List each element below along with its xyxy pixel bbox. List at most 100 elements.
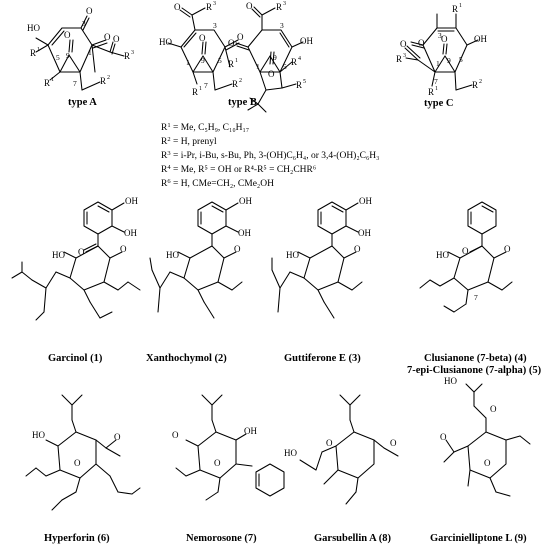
type-b2-o-label-2: O — [228, 38, 235, 48]
guttiferone-e-oh-1: OH — [359, 196, 372, 206]
svg-text:R: R — [206, 2, 212, 12]
type-b2-pos-3: 3 — [280, 21, 284, 30]
guttiferone-e-structure — [271, 201, 363, 319]
type-c-o-bridge-label: O — [441, 34, 448, 44]
nemorosone-structure — [175, 394, 285, 501]
garcinielliptone-l-o-2: O — [440, 432, 447, 442]
svg-text:3: 3 — [213, 1, 216, 7]
type-b-label: type B — [228, 97, 257, 108]
type-b2-pos-5: 5 — [283, 62, 287, 71]
nemorosone-o-1: O — [172, 430, 179, 440]
type-a-pos-5: 5 — [56, 53, 60, 62]
garcinol-ho: HO — [52, 250, 65, 260]
type-b2-r4-label: R 4 — [291, 56, 301, 67]
substituent-r3: R3 = i-Pr, i-Bu, s-Bu, Ph, 3-(OH)C₆H₄, o… — [161, 150, 379, 162]
xanthochymol-structure — [149, 201, 243, 319]
svg-text:1: 1 — [459, 3, 462, 9]
substituent-r6: R6 = H, CMe=CH₂, CMe₂OH — [161, 178, 274, 190]
type-c-pos-7: 7 — [434, 77, 438, 86]
type-b2-pos-1: 1 — [256, 62, 260, 71]
svg-text:3: 3 — [131, 50, 134, 56]
garcinielliptone-l-ho: HO — [444, 376, 457, 386]
guttiferone-e-label: Guttiferone E (3) — [284, 353, 361, 364]
xanthochymol-o: O — [234, 244, 241, 254]
type-a-r1-label: R 1 — [30, 47, 40, 58]
type-a-pos-1: 1 — [88, 48, 92, 57]
type-b1-pos-1: 1 — [186, 58, 190, 67]
garcinol-label: Garcinol (1) — [48, 353, 103, 364]
type-b-structure-1 — [167, 7, 240, 91]
type-b2-o-bridge-label: O — [268, 69, 275, 79]
epi-clusianone-label: 7-epi-Clusianone (7-alpha) (5) — [407, 365, 542, 376]
type-a-r1b-label: R 1 — [44, 77, 54, 88]
svg-text:5: 5 — [303, 79, 306, 85]
type-a-r2-label: R 2 — [100, 75, 110, 86]
type-b2-oh-label: OH — [300, 36, 313, 46]
type-a-o-bridge-label: O — [64, 30, 71, 40]
svg-text:4: 4 — [298, 56, 301, 62]
type-b2-o-label-1: O — [246, 1, 253, 11]
type-b1-pos-7: 7 — [204, 81, 208, 90]
garcinol-o-1: O — [78, 247, 85, 257]
clusianone-o: O — [504, 244, 511, 254]
type-b2-pos-9: 9 — [273, 53, 277, 62]
garsubellin-a-structure — [299, 394, 399, 505]
type-b-structure-2 — [235, 6, 304, 113]
type-c-pos-5: 5 — [459, 55, 463, 64]
nemorosone-label: Nemorosone (7) — [186, 533, 257, 544]
substituent-definitions: R1 = Me, C₅H₉, C₁₀H₁₇ R2 = H, prenyl R3 … — [161, 122, 379, 190]
type-c-o-label-2: O — [400, 39, 407, 49]
guttiferone-e-ho: HO — [286, 250, 299, 260]
svg-text:1: 1 — [435, 86, 438, 92]
clusianone-structure — [419, 201, 513, 313]
type-c-label: type C — [424, 98, 453, 109]
svg-text:R: R — [452, 4, 458, 14]
type-b1-pos-5: 5 — [218, 56, 222, 65]
type-c-r2-label: R 2 — [472, 79, 482, 90]
svg-text:R: R — [291, 57, 297, 67]
garsubellin-a-ho: HO — [284, 448, 297, 458]
hyperforin-ho: HO — [32, 430, 45, 440]
type-a-pos-3: 3 — [82, 19, 86, 28]
svg-text:2: 2 — [479, 79, 482, 85]
type-b2-r3-label: R 3 — [276, 1, 286, 12]
hyperforin-o: O — [114, 432, 121, 442]
hyperforin-structure — [25, 394, 141, 511]
clusianone-label: Clusianone (7-beta) (4) — [424, 353, 527, 364]
type-c-o-label-1: O — [418, 38, 425, 48]
type-c-structure — [404, 13, 479, 91]
type-c-pos-9: 9 — [447, 56, 451, 65]
svg-text:R: R — [192, 87, 198, 97]
type-a-o-label-2: O — [104, 32, 111, 42]
svg-text:2: 2 — [239, 78, 242, 84]
garcinol-oh-2: OH — [124, 228, 137, 238]
svg-text:R: R — [232, 79, 238, 89]
nemorosone-o-2: O — [214, 458, 221, 468]
svg-text:1: 1 — [51, 77, 54, 83]
type-b1-o-bridge-label: O — [199, 33, 206, 43]
clusianone-pos-7: 7 — [474, 293, 478, 302]
type-c-r3-label: R 3 — [396, 53, 406, 64]
type-b1-r3-label: R 3 — [206, 1, 216, 12]
type-a-ho-label: HO — [27, 23, 40, 33]
garsubellin-a-o: O — [390, 438, 397, 448]
type-b1-r2-label: R 2 — [232, 78, 242, 89]
type-b1-pos-3: 3 — [213, 21, 217, 30]
substituent-r2: R2 = H, prenyl — [161, 136, 217, 148]
svg-text:R: R — [124, 51, 130, 61]
type-a-r3-label: R 3 — [124, 50, 134, 61]
svg-text:R: R — [100, 76, 106, 86]
substituent-r1: R1 = Me, C₅H₉, C₁₀H₁₇ — [161, 122, 249, 134]
substituent-r4: R4 = Me, R⁵ = OH or R⁴-R⁵ = CH₂CHR⁶ — [161, 164, 316, 176]
garcinielliptone-l-o-3: O — [484, 458, 491, 468]
type-c-pos-1: 1 — [436, 59, 440, 68]
type-b1-ho-label: HO — [159, 37, 172, 47]
xanthochymol-ho: HO — [166, 250, 179, 260]
hyperforin-o-2: O — [74, 458, 81, 468]
svg-text:R: R — [228, 59, 234, 69]
clusianone-ho: HO — [436, 250, 449, 260]
svg-text:3: 3 — [403, 53, 406, 59]
garcinol-o-2: O — [120, 244, 127, 254]
type-b1-o-label-2: O — [237, 32, 244, 42]
